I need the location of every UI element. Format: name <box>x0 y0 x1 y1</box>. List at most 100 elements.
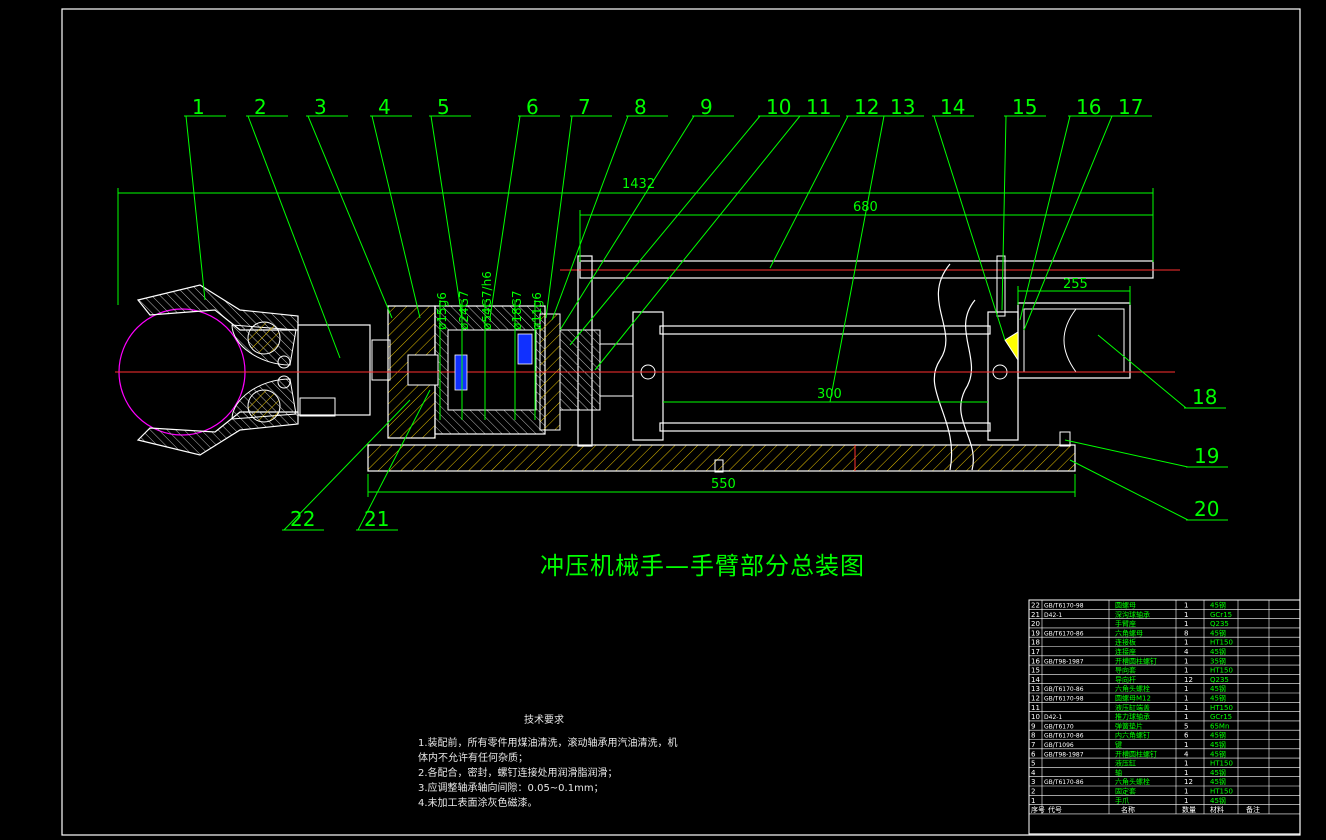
bom-cell: 1 <box>1184 667 1188 675</box>
bom-cell: 35钢 <box>1210 656 1226 665</box>
bom-cell: 1 <box>1184 639 1188 647</box>
bom-cell: 45钢 <box>1210 749 1226 758</box>
fit-label: ø15g6 <box>435 292 449 330</box>
bom-cell: GB/T6170-86 <box>1044 630 1084 637</box>
bom-cell: 导向杆 <box>1115 675 1136 684</box>
bom-cell: 液压缸端盖 <box>1115 703 1150 712</box>
bom-cell: 3 <box>1031 778 1035 786</box>
rear-support <box>987 311 1019 441</box>
balloon-1: 1 <box>192 95 205 119</box>
bom-cell: GB/T6170-86 <box>1044 733 1084 740</box>
bom-cell: 14 <box>1031 676 1040 684</box>
bom-cell: GB/T98-1987 <box>1044 658 1084 665</box>
lower-jaw <box>136 411 299 456</box>
balloon-18: 18 <box>1192 385 1217 409</box>
bom-cell: GB/T1096 <box>1044 742 1074 749</box>
bom-cell: 45钢 <box>1210 731 1226 740</box>
bom-cell: 弹簧垫片 <box>1115 721 1143 730</box>
bom-cell: 固定套 <box>1115 787 1136 796</box>
bom-cell: 1 <box>1184 611 1188 619</box>
bom-cell: 16 <box>1031 657 1040 665</box>
balloon-13: 13 <box>890 95 915 119</box>
balloon-7: 7 <box>578 95 591 119</box>
balloon-9: 9 <box>700 95 713 119</box>
bom-cell: 开槽圆柱螺钉 <box>1115 749 1157 758</box>
bom-cell: GB/T6170-86 <box>1044 686 1084 693</box>
bom-cell: 11 <box>1031 704 1040 712</box>
balloon-17: 17 <box>1118 95 1143 119</box>
bom-cell: 连接板 <box>1115 638 1136 647</box>
bom-cell: HT150 <box>1210 760 1233 768</box>
balloon-21: 21 <box>364 507 389 531</box>
bom-header: 备注 <box>1246 805 1260 814</box>
bom-cell: 18 <box>1031 639 1040 647</box>
bom-cell: 15 <box>1031 667 1040 675</box>
bom-header: 序号 <box>1031 805 1045 814</box>
balloon-5: 5 <box>437 95 450 119</box>
balloon-8: 8 <box>634 95 647 119</box>
bom-cell: 1 <box>1184 741 1188 749</box>
bom-cell: D42-1 <box>1044 612 1062 619</box>
tech-line: 1.装配前，所有零件用煤油清洗，滚动轴承用汽油清洗，机 <box>418 738 678 749</box>
bom-cell: GB/T6170 <box>1044 723 1074 730</box>
connector <box>297 324 371 416</box>
bom-cell: 1 <box>1184 685 1188 693</box>
bom-cell: 19 <box>1031 629 1040 637</box>
bom-cell: 6 <box>1031 750 1036 758</box>
tech-line: 4.未加工表面涂灰色磁漆。 <box>418 798 538 809</box>
bom-cell: 12 <box>1184 676 1193 684</box>
bom-cell: 1 <box>1184 695 1188 703</box>
bom-cell: 开槽圆柱螺钉 <box>1115 656 1157 665</box>
bom-cell: HT150 <box>1210 639 1233 647</box>
bom-cell: 手臂座 <box>1115 619 1136 628</box>
bom-cell: 12 <box>1031 695 1040 703</box>
bom-cell: 六角螺母 <box>1115 628 1143 637</box>
bom-cell: 7 <box>1031 741 1035 749</box>
balloon-11: 11 <box>806 95 831 119</box>
balloon-10: 10 <box>766 95 791 119</box>
bom-cell: 深沟球轴承 <box>1115 610 1150 619</box>
bom-cell: 45钢 <box>1210 601 1226 610</box>
bom-cell: 轴 <box>1115 768 1122 777</box>
balloon-19: 19 <box>1194 444 1219 468</box>
bom-cell: 1 <box>1184 620 1188 628</box>
balloon-16: 16 <box>1076 95 1101 119</box>
technical-requirements: 技术要求 1.装配前，所有零件用煤油清洗，滚动轴承用汽油清洗，机 体内不允许有任… <box>418 713 678 811</box>
bom-cell: GCr15 <box>1210 713 1232 721</box>
bom-cell: 45钢 <box>1210 647 1226 656</box>
balloon-6: 6 <box>526 95 539 119</box>
bom-cell: 1 <box>1031 797 1035 805</box>
bom-header: 材料 <box>1210 805 1224 814</box>
bom-cell: 推力球轴承 <box>1115 712 1150 721</box>
bom-cell: 8 <box>1184 629 1188 637</box>
bom-cell: 45钢 <box>1210 684 1226 693</box>
bom-cell: GB/T6170-98 <box>1044 696 1084 703</box>
tech-heading: 技术要求 <box>524 715 564 726</box>
upper-jaw <box>136 284 299 331</box>
balloon-22: 22 <box>290 507 315 531</box>
fit-label: ø54G7/h6 <box>480 271 494 330</box>
bom-header: 代号 <box>1048 805 1062 814</box>
bom-cell: 4 <box>1031 769 1036 777</box>
base-plate <box>367 444 1076 472</box>
bom-cell: 键 <box>1115 740 1122 749</box>
balloon-4: 4 <box>378 95 391 119</box>
bom-cell: GB/T6170-98 <box>1044 603 1084 610</box>
bom-cell: GB/T98-1987 <box>1044 751 1084 758</box>
bom-cell: HT150 <box>1210 788 1233 796</box>
fit-label: ø18G7 <box>510 290 524 330</box>
tech-line: 2.各配合，密封，螺钉连接处用润滑脂润滑； <box>418 768 618 779</box>
balloon-14: 14 <box>940 95 965 119</box>
bom-cell: 1 <box>1184 797 1188 805</box>
bom-cell: 5 <box>1184 722 1188 730</box>
bom-cell: Q235 <box>1210 676 1229 684</box>
bom-cell: 20 <box>1031 620 1040 628</box>
front-support <box>632 311 664 441</box>
balloon-20: 20 <box>1194 497 1219 521</box>
bom-cell: 4 <box>1184 750 1189 758</box>
tech-line: 体内不允许有任何杂质； <box>418 753 528 764</box>
dim-cylinder: 300 <box>817 387 842 402</box>
bom-cell: 45钢 <box>1210 628 1226 637</box>
bom-header: 名称 <box>1121 805 1135 814</box>
balloon-15: 15 <box>1012 95 1037 119</box>
